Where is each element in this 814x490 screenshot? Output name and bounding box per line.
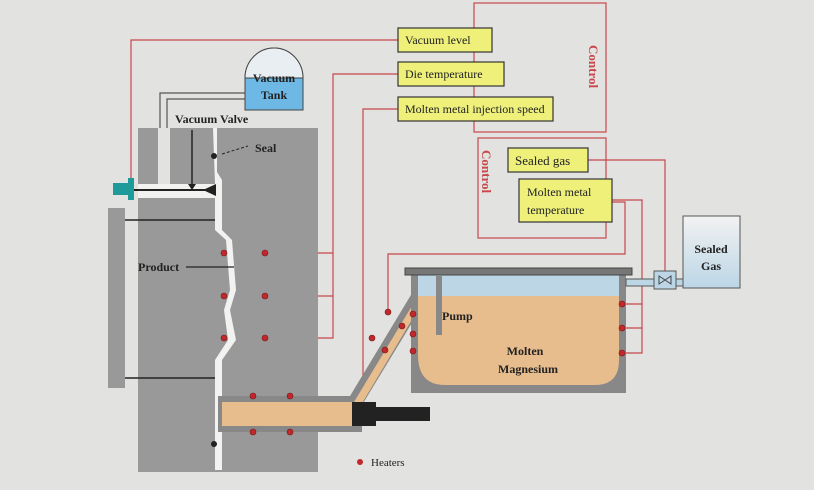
valve-head	[203, 184, 216, 196]
sealed-gas-tank-label-1: Sealed	[694, 242, 728, 256]
valve-icon	[658, 275, 672, 285]
metal-path	[222, 286, 432, 426]
heaters	[220, 249, 626, 436]
metal-temp-signal-line	[387, 201, 626, 312]
seal-label: Seal	[255, 141, 277, 155]
die-cavity	[138, 128, 236, 470]
vacuum-valve-actuator	[113, 183, 129, 195]
molten-label-2: Magnesium	[498, 362, 558, 376]
molten-magnesium	[418, 275, 619, 385]
product-label: Product	[138, 260, 179, 274]
injection-speed-text: Molten metal injection speed	[405, 102, 545, 116]
die-temperature-box	[397, 61, 505, 87]
vacuum-valve-flange	[128, 178, 134, 200]
furnace-lid	[404, 267, 633, 276]
control-label-top: Control	[586, 45, 601, 88]
vacuum-valve-label: Vacuum Valve	[175, 112, 249, 126]
injection-speed-box	[397, 96, 554, 122]
speed-signal-line	[362, 108, 398, 405]
gas-space	[418, 275, 619, 296]
sealed-gas-tank-label-2: Gas	[701, 259, 721, 273]
vacuum-tank-label-1: Vacuum	[253, 71, 295, 85]
vacuum-tank-label-2: Tank	[261, 88, 288, 102]
furnace-heater-line	[606, 199, 643, 354]
metal-temp-text-1: Molten metal	[527, 185, 592, 199]
molten-label-1: Molten	[507, 344, 544, 358]
vacuum-tank-dome	[244, 47, 304, 79]
control-label-bottom: Control	[479, 150, 494, 193]
die-left-strip	[108, 208, 125, 388]
die-temperature-text: Die temperature	[405, 67, 483, 81]
pump-tube	[436, 275, 442, 335]
plunger	[352, 402, 376, 426]
seal-dot-bottom	[211, 441, 217, 447]
vacuum-level-text: Vacuum level	[405, 33, 471, 47]
sealed-gas-box	[507, 147, 589, 173]
vacuum-channel	[158, 128, 170, 184]
seal-arrow	[221, 145, 249, 155]
metal-temp-text-2: temperature	[527, 203, 584, 217]
valve-arrow-head	[188, 184, 196, 190]
sealed-gas-tank	[682, 215, 741, 289]
vacuum-signal-line	[130, 39, 398, 182]
plunger-rod	[374, 407, 430, 421]
heater-legend-icon	[357, 459, 363, 465]
heaters-legend-label: Heaters	[371, 457, 405, 469]
pump-label: Pump	[442, 309, 473, 323]
sealed-gas-signal-line	[588, 159, 666, 275]
sealed-gas-text: Sealed gas	[515, 153, 570, 168]
metal-temperature-box	[518, 178, 613, 223]
seal-dot	[211, 153, 217, 159]
vacuum-level-box	[397, 27, 493, 53]
